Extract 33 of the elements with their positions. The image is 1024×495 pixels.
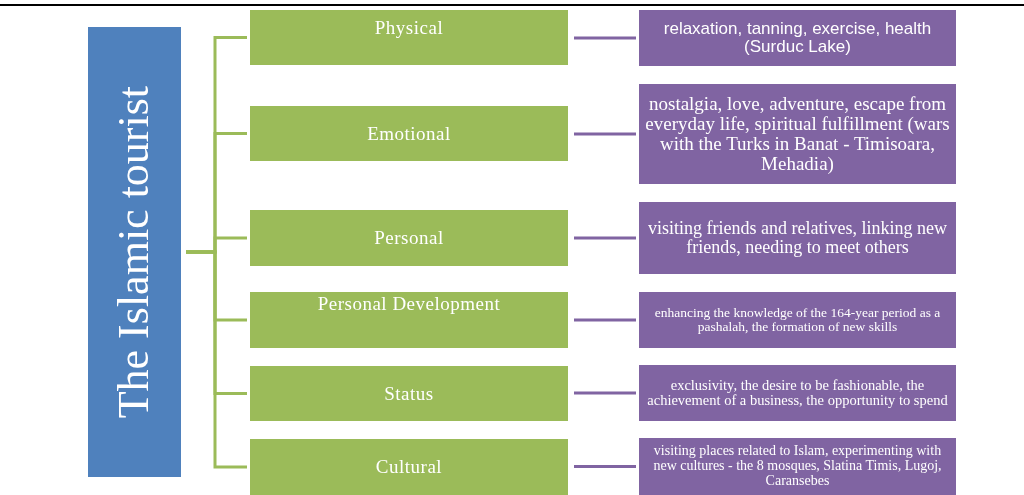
category-label: Personal bbox=[373, 228, 445, 248]
connector-line bbox=[574, 236, 636, 240]
connector-line bbox=[574, 318, 636, 322]
category-label: Emotional bbox=[366, 123, 452, 144]
description-text: nostalgia, love, adventure, escape from everyday life, spiritual fulfillment (wars with the Turks in Banat - Timisoara, Mehadia) bbox=[644, 94, 951, 174]
description-box bbox=[639, 202, 956, 274]
category-box bbox=[250, 210, 568, 266]
description-box bbox=[639, 365, 956, 421]
description-text: exclusivity, the desire to be fashionable, the achievement of a business, the opportunity to spend bbox=[646, 377, 949, 409]
connector-line bbox=[574, 36, 636, 40]
description-box bbox=[639, 10, 956, 66]
connector-line bbox=[574, 391, 636, 395]
category-box bbox=[250, 366, 568, 421]
connector-line bbox=[574, 132, 636, 136]
connector-line bbox=[574, 465, 636, 468]
description-box bbox=[639, 292, 956, 348]
title-banner bbox=[88, 27, 181, 477]
category-box bbox=[250, 10, 568, 65]
description-text: relaxation, tanning, exercise, health (Surduc Lake) bbox=[662, 20, 933, 56]
description-text: enhancing the knowledge of the 164-year period as a pashalah, the formation of new skills bbox=[653, 305, 942, 335]
category-box bbox=[250, 292, 568, 348]
category-label: Physical bbox=[373, 17, 445, 38]
description-text: visiting friends and relatives, linking new friends, needing to meet others bbox=[647, 219, 948, 257]
category-label: Personal Development bbox=[316, 294, 502, 314]
description-text: visiting places related to Islam, experimenting with new cultures - the 8 mosques, Slatina Timis, Lugoj, Caransebes bbox=[652, 444, 943, 489]
description-box bbox=[639, 84, 956, 184]
description-box bbox=[639, 438, 956, 495]
category-label: Cultural bbox=[374, 457, 444, 477]
category-box bbox=[250, 439, 568, 495]
category-label: Status bbox=[383, 383, 435, 404]
bracket-connector bbox=[186, 250, 247, 469]
title-text: The Islamic tourist bbox=[111, 85, 158, 419]
category-box bbox=[250, 106, 568, 161]
